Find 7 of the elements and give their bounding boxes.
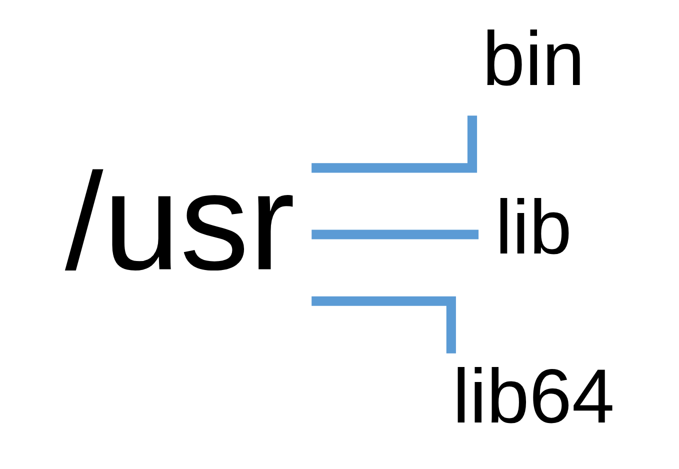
node-text: lib64	[452, 354, 614, 440]
node-text: /usr	[64, 145, 294, 300]
connector	[311, 116, 477, 173]
node-text: lib	[494, 186, 572, 271]
node-text: bin	[482, 17, 584, 102]
connector	[311, 230, 478, 240]
connector	[311, 296, 456, 354]
